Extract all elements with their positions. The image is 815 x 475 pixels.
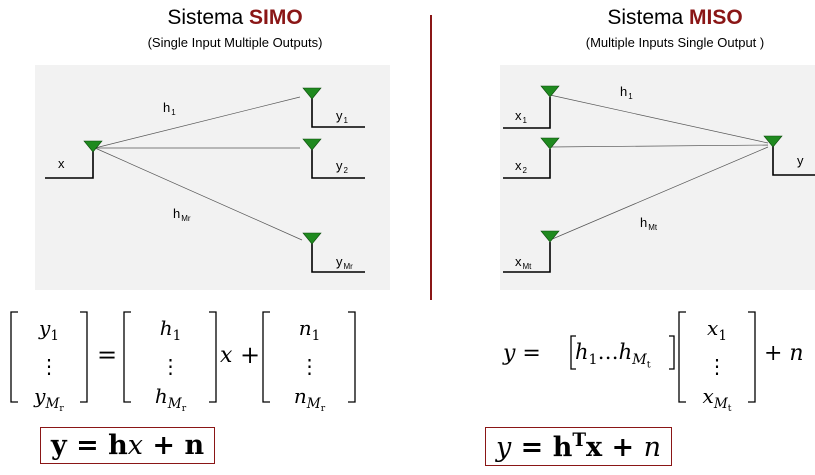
simo-x-scalar: x	[220, 343, 233, 368]
miso-tx1-antenna-icon	[540, 85, 560, 98]
simo-y-vector: y1 ⋮ yMr	[34, 316, 64, 414]
miso-input-label-mt: xMt	[515, 254, 532, 271]
miso-input-label-2: x2	[515, 158, 527, 175]
miso-channel-2	[549, 144, 769, 148]
miso-channel-label-1: h1	[620, 84, 633, 101]
miso-tx1-feed	[503, 97, 551, 129]
simo-n-vector: n1 ⋮ nMr	[293, 316, 326, 414]
miso-diagram-panel	[500, 65, 815, 290]
simo-rx2-antenna-icon	[302, 138, 322, 151]
simo-input-label: x	[58, 156, 65, 171]
miso-x-vector: x1 ⋮ xMt	[702, 316, 732, 414]
miso-lhs: y =	[503, 341, 541, 366]
miso-txmt-antenna-icon	[540, 230, 560, 243]
miso-input-label-1: x1	[515, 108, 527, 125]
miso-plus-n: + n	[764, 341, 804, 366]
simo-rx1-feed	[311, 97, 365, 128]
simo-channel-label-mr: hMr	[173, 206, 191, 223]
simo-h-vector: h1 ⋮ hMr	[154, 316, 187, 414]
simo-output-label-2: y2	[336, 158, 348, 175]
miso-channel-1	[549, 94, 769, 144]
simo-compact-equation: y = hx + n	[40, 427, 216, 464]
miso-tx2-antenna-icon	[540, 137, 560, 150]
simo-tx-antenna-icon	[83, 140, 103, 153]
miso-h-row: h1…hMt	[575, 340, 651, 371]
miso-compact-equation: y = hTx + n	[485, 427, 672, 467]
simo-channel-mr	[94, 147, 303, 241]
simo-channel-label-1: h1	[163, 100, 176, 117]
simo-channel-1	[94, 96, 301, 149]
simo-rx2-feed	[311, 148, 365, 179]
simo-output-label-1: y1	[336, 108, 348, 125]
simo-subtitle: (Single Input Multiple Outputs)	[147, 35, 323, 50]
simo-equals: =	[97, 341, 118, 369]
miso-txmt-feed	[503, 242, 551, 273]
miso-title: Sistema MISO	[607, 6, 743, 29]
miso-subtitle: (Multiple Inputs Single Output )	[585, 35, 765, 50]
miso-channel-mt	[549, 146, 769, 241]
simo-rxmr-feed	[311, 242, 365, 273]
miso-output-label: y	[797, 153, 804, 168]
miso-tx2-feed	[503, 149, 551, 179]
simo-tx-feed	[45, 150, 94, 179]
simo-rxmr-antenna-icon	[302, 232, 322, 245]
simo-output-label-mr: yMr	[336, 254, 353, 271]
simo-title: Sistema SIMO	[167, 6, 303, 29]
section-divider	[430, 15, 432, 300]
miso-channel-label-mt: hMt	[640, 215, 658, 232]
miso-rx-feed	[772, 145, 815, 176]
simo-plus: +	[240, 341, 261, 369]
miso-rx-antenna-icon	[763, 135, 783, 148]
simo-rx1-antenna-icon	[302, 87, 322, 100]
